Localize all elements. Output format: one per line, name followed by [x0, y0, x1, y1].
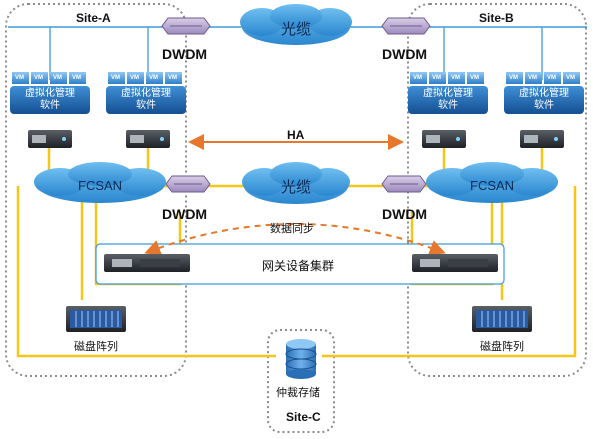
dwdm-device-mid-right: [381, 175, 427, 193]
dwdm-mid-left-label: DWDM: [162, 206, 208, 222]
fcsan-cloud-right: [426, 162, 558, 203]
virt-label-a1: 虚拟化管理 软件: [9, 88, 91, 112]
disk-array-right: [472, 306, 532, 332]
dwdm-device-top-right: [381, 17, 431, 35]
server-a1: [28, 130, 72, 148]
top-fiber-drops: [49, 27, 543, 80]
fiber-top-label: 光缆: [281, 20, 312, 38]
vm-tag: VM: [470, 75, 479, 81]
arbitration-storage-label: 仲裁存储: [276, 386, 320, 399]
virt-label-a1-line2: 软件: [40, 100, 60, 111]
fcsan-right-label: FCSAN: [470, 178, 515, 193]
vm-tag: VM: [528, 75, 537, 81]
dwdm-top-left-label: DWDM: [162, 46, 208, 62]
dwdm-top-right-label: DWDM: [382, 46, 428, 62]
disk-array-left: [66, 306, 126, 332]
virt-label-b1-line1: 虚拟化管理: [423, 88, 473, 99]
database-icon: [285, 339, 317, 379]
disk-array-left-label: 磁盘阵列: [74, 340, 118, 353]
dwdm-device-mid-left: [165, 175, 211, 193]
vm-tag: VM: [509, 75, 518, 81]
server-a2: [126, 130, 170, 148]
virt-label-a2-line1: 虚拟化管理: [121, 88, 171, 99]
vm-tag: VM: [451, 75, 460, 81]
vm-tag: VM: [130, 75, 139, 81]
virt-label-a2: 虚拟化管理 软件: [105, 88, 187, 112]
vm-strip-b2: [506, 72, 580, 84]
virt-box-b1: [408, 86, 488, 114]
disk-array-right-label: 磁盘阵列: [480, 340, 524, 353]
virt-label-b2-line2: 软件: [534, 100, 554, 111]
fcsan-left-label: FCSAN: [78, 178, 123, 193]
site-b-label: Site-B: [479, 11, 514, 25]
site-a-label: Site-A: [76, 11, 111, 25]
virt-box-b2: [504, 86, 584, 114]
data-sync-label: 数据同步: [270, 222, 314, 235]
ha-label: HA: [287, 128, 305, 142]
fcsan-cloud-left: [34, 162, 166, 203]
virt-label-a1-line1: 虚拟化管理: [25, 88, 75, 99]
vm-tag: VM: [15, 75, 24, 81]
virt-box-a1: [10, 86, 90, 114]
vm-strip-b1: [410, 72, 484, 84]
virt-label-b1-line2: 软件: [438, 100, 458, 111]
vm-tag: VM: [34, 75, 43, 81]
fiber-cloud-mid: [242, 162, 350, 204]
virt-box-a2: [106, 86, 186, 114]
dwdm-device-top-left: [161, 17, 211, 35]
fiber-cloud-top: [240, 4, 352, 45]
vm-tag: VM: [111, 75, 120, 81]
site-a-boundary: [5, 3, 187, 377]
site-c-label: Site-C: [286, 410, 321, 424]
vm-tag: VM: [413, 75, 422, 81]
vm-tag: VM: [547, 75, 556, 81]
vm-strip-a1: [12, 72, 86, 84]
virt-label-b1: 虚拟化管理 软件: [407, 88, 489, 112]
server-b2: [520, 130, 564, 148]
vm-strip-a2: [108, 72, 182, 84]
vm-tag: VM: [432, 75, 441, 81]
vm-tag: VM: [149, 75, 158, 81]
vm-tag: VM: [566, 75, 575, 81]
dwdm-mid-right-label: DWDM: [382, 206, 428, 222]
site-b-boundary: [407, 3, 587, 377]
vm-tag: VM: [168, 75, 177, 81]
site-c-boundary: [267, 329, 335, 433]
virt-label-a2-line2: 软件: [136, 100, 156, 111]
fiber-mid-label: 光缆: [281, 178, 312, 196]
vm-tag: VM: [72, 75, 81, 81]
gateway-appliance-left: [104, 254, 190, 272]
vm-tag: VM: [53, 75, 62, 81]
virt-label-b2: 虚拟化管理 软件: [503, 88, 585, 112]
gateway-cluster-label: 网关设备集群: [262, 259, 335, 273]
server-b1: [422, 130, 466, 148]
gateway-appliance-right: [412, 254, 498, 272]
virt-label-b2-line1: 虚拟化管理: [519, 88, 569, 99]
